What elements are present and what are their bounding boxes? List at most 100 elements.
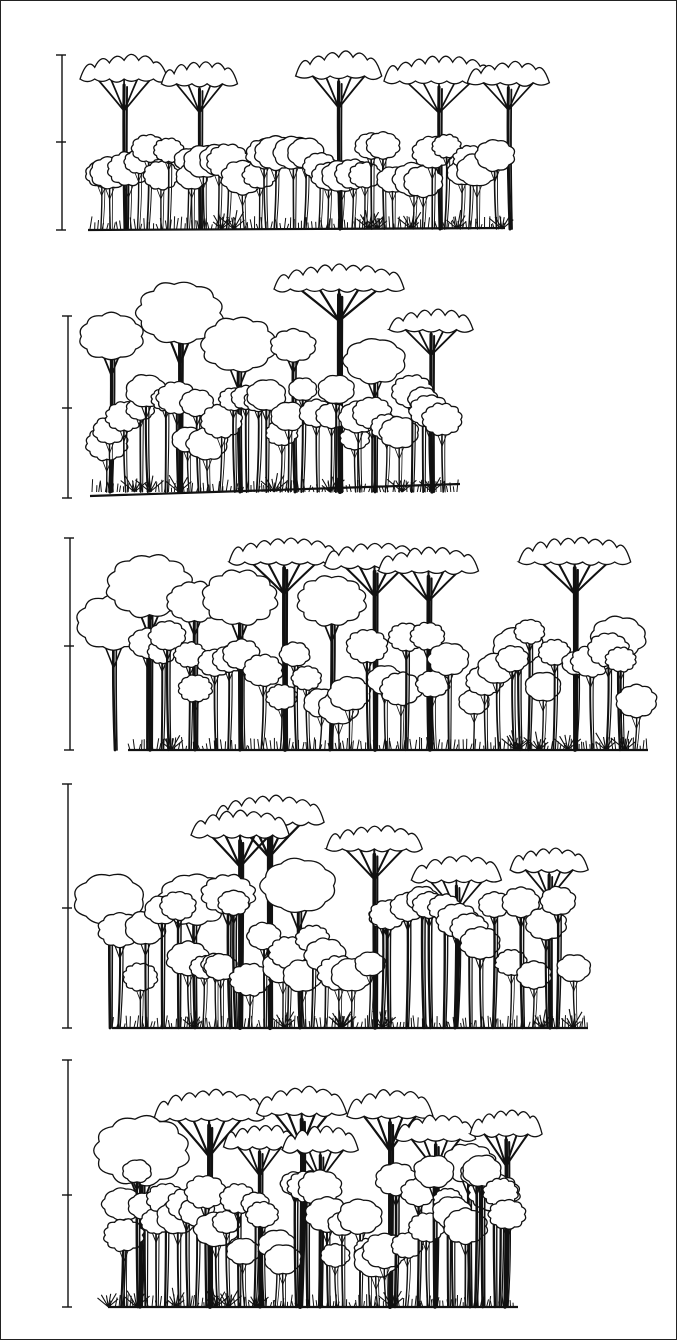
grass-blade (478, 1295, 479, 1307)
tree-crown (343, 339, 405, 384)
grass-blade (209, 738, 211, 750)
grass-blade (340, 743, 341, 750)
grass-blade (250, 219, 252, 229)
grass-blade (117, 484, 118, 492)
tree-48 (483, 1178, 518, 1307)
tree-trunk-line (164, 918, 165, 1028)
grass-blade (141, 224, 142, 229)
tree-trunk-line (377, 574, 378, 751)
understory-trees (98, 886, 590, 1028)
tree-trunk (381, 922, 383, 1028)
tree-crown (496, 646, 529, 672)
tree-crown (227, 1238, 260, 1264)
fern (168, 1288, 185, 1307)
grass-blade (270, 740, 271, 750)
forest-profile-3-drawing (0, 518, 677, 773)
grass-blade (463, 1019, 465, 1029)
tree-trunk-line (298, 1190, 299, 1307)
grass-blade (488, 1016, 489, 1028)
forest-profile-1 (0, 20, 677, 250)
grass-blade (207, 222, 209, 229)
grass-blade (187, 218, 188, 229)
grass-blade (99, 482, 100, 492)
grass-blade (251, 738, 252, 750)
grass-blade (184, 1017, 186, 1028)
grass-blade (454, 740, 456, 751)
grass-blade (115, 1298, 117, 1308)
grass-blade (244, 1018, 246, 1028)
grass-blade (120, 486, 121, 492)
tree-crown (202, 570, 277, 625)
grass-blade (258, 739, 260, 750)
grass-blade (277, 741, 278, 750)
grass-blade (192, 220, 193, 229)
grass-blade (586, 741, 587, 750)
tree-crown (279, 642, 310, 667)
grass-blade (600, 743, 601, 750)
grass-blade (107, 223, 109, 229)
height-scale-bar (64, 538, 74, 750)
height-scale-bar (62, 784, 72, 1028)
grass-blade (137, 1015, 138, 1028)
grass-blade (457, 480, 458, 493)
grass-blade (453, 486, 454, 492)
grass-blade (343, 741, 345, 750)
height-scale-bar (62, 1060, 72, 1307)
tree-trunk-line (170, 644, 171, 750)
tree-trunk-line (217, 670, 218, 750)
grass-blade (226, 1018, 228, 1028)
grass-blade (294, 1016, 295, 1028)
grass-blade (247, 222, 248, 229)
grass-blade (114, 222, 115, 229)
height-scale-bar (56, 55, 66, 230)
grass-blade (156, 224, 158, 229)
grass-blade (325, 740, 326, 750)
grass-blade (265, 738, 267, 750)
grass-blade (418, 1017, 419, 1028)
grass-blade (120, 221, 121, 230)
ground-vegetation (90, 210, 513, 229)
grass-blade (92, 479, 93, 492)
grass-blade (271, 222, 273, 230)
grass-blade (490, 1017, 492, 1028)
grass-blade (408, 1295, 409, 1307)
grass-blade (389, 738, 390, 750)
grass-blade (196, 743, 197, 750)
grass-blade (314, 737, 315, 750)
tree-crown (297, 576, 366, 626)
tree-10 (126, 397, 155, 492)
tree-crown (218, 890, 249, 915)
grass-blade (413, 1015, 415, 1028)
tree-crown (326, 826, 422, 852)
tree-crown (229, 538, 339, 565)
tree-crown (404, 166, 443, 198)
grass-blade (397, 741, 399, 750)
grass-blade (168, 479, 169, 492)
grass-blade (217, 738, 218, 750)
grass-blade (181, 217, 182, 229)
grass-blade (147, 1017, 148, 1028)
grass-blade (217, 1020, 218, 1028)
tree-crown (274, 264, 404, 292)
tree-crown (161, 62, 237, 87)
grass-blade (504, 741, 505, 750)
grass-blade (450, 739, 451, 750)
tree-trunk-line (432, 912, 433, 1028)
grass-blade (344, 220, 345, 229)
grass-blade (475, 739, 476, 750)
grass-blade (320, 1299, 321, 1307)
forest-profile-4 (0, 778, 677, 1048)
grass-blade (157, 738, 159, 750)
tree-crown (243, 654, 283, 686)
tree-trunk-line (242, 843, 243, 1028)
tree-trunk-line (143, 415, 144, 492)
grass-blade (211, 224, 212, 229)
grass-blade (390, 741, 392, 750)
grass-blade (235, 1017, 236, 1028)
tree-crown (557, 955, 590, 982)
tree-crown (396, 1115, 476, 1142)
grass-blade (165, 1015, 167, 1028)
forest-profile-4-drawing (0, 778, 677, 1048)
tree-trunk-line (189, 1214, 190, 1307)
grass-blade (316, 1018, 318, 1028)
